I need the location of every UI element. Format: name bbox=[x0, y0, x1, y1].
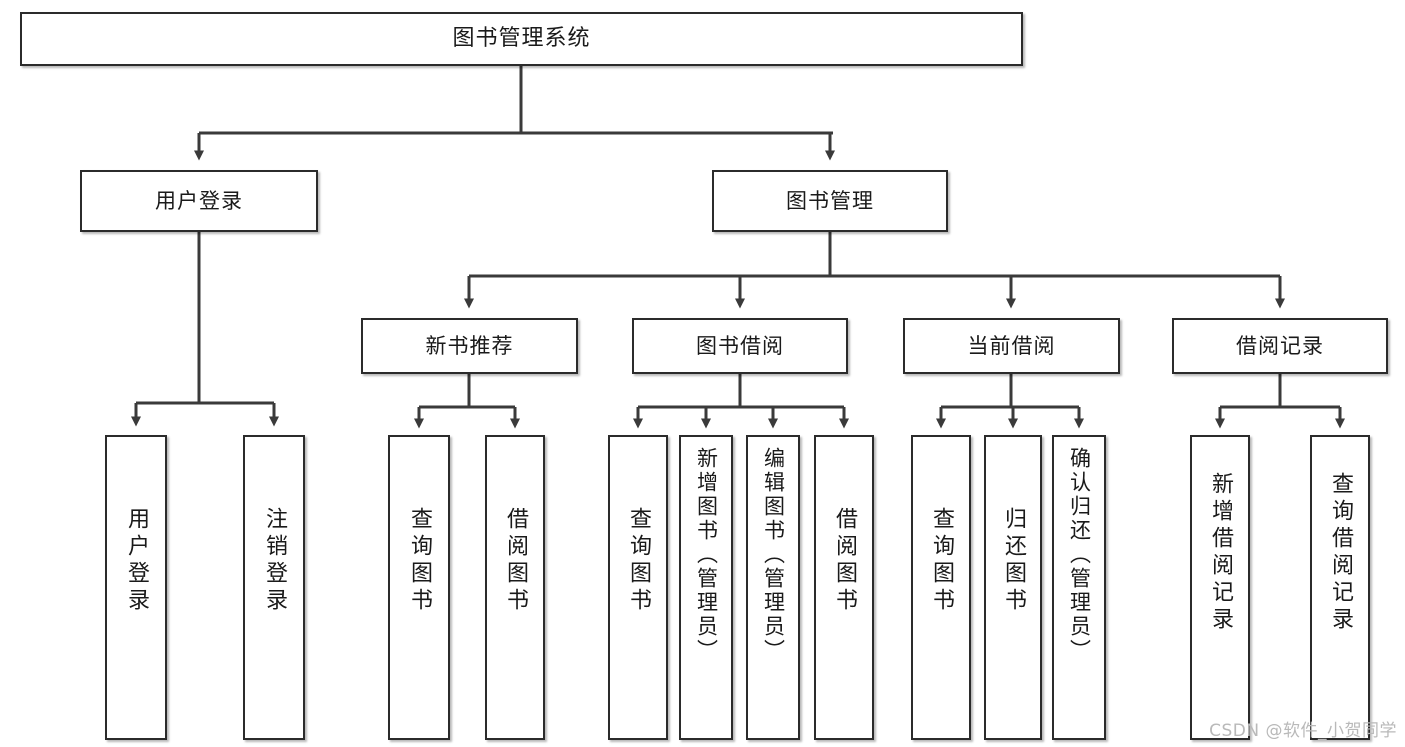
node-leaf-query-book-2-label: 查询图书 bbox=[626, 507, 651, 615]
node-leaf-query-book-3-label: 查询图书 bbox=[929, 507, 954, 615]
node-leaf-confirm-return[interactable]: 确认归还（管理员） bbox=[1052, 435, 1106, 740]
node-leaf-edit-book[interactable]: 编辑图书（管理员） bbox=[746, 435, 800, 740]
node-leaf-query-book-1-label: 查询图书 bbox=[407, 507, 432, 615]
node-leaf-add-book-label: 新增图书（管理员） bbox=[694, 447, 719, 663]
node-leaf-borrow-book-2[interactable]: 借阅图书 bbox=[814, 435, 874, 740]
node-leaf-confirm-return-label: 确认归还（管理员） bbox=[1067, 447, 1092, 663]
node-leaf-add-record[interactable]: 新增借阅记录 bbox=[1190, 435, 1250, 740]
node-leaf-add-record-label: 新增借阅记录 bbox=[1208, 472, 1233, 634]
node-new-book-rec[interactable]: 新书推荐 bbox=[361, 318, 578, 374]
node-leaf-query-record[interactable]: 查询借阅记录 bbox=[1310, 435, 1370, 740]
node-leaf-edit-book-label: 编辑图书（管理员） bbox=[761, 447, 786, 663]
node-book-manage-label: 图书管理 bbox=[786, 188, 874, 213]
csdn-watermark: CSDN @软件_小贺同学 bbox=[1209, 721, 1397, 741]
node-root[interactable]: 图书管理系统 bbox=[20, 12, 1023, 66]
node-leaf-borrow-book-2-label: 借阅图书 bbox=[832, 507, 857, 615]
node-leaf-add-book[interactable]: 新增图书（管理员） bbox=[679, 435, 733, 740]
node-book-borrow-label: 图书借阅 bbox=[696, 333, 784, 358]
node-leaf-borrow-book-1[interactable]: 借阅图书 bbox=[485, 435, 545, 740]
node-leaf-logout[interactable]: 注销登录 bbox=[243, 435, 305, 740]
node-current-borrow-label: 当前借阅 bbox=[967, 333, 1056, 358]
node-borrow-record-label: 借阅记录 bbox=[1236, 333, 1324, 358]
node-leaf-query-record-label: 查询借阅记录 bbox=[1328, 472, 1353, 634]
node-borrow-record[interactable]: 借阅记录 bbox=[1172, 318, 1388, 374]
node-leaf-borrow-book-1-label: 借阅图书 bbox=[503, 507, 528, 615]
node-leaf-return-book-label: 归还图书 bbox=[1001, 507, 1026, 615]
node-leaf-query-book-1[interactable]: 查询图书 bbox=[388, 435, 450, 740]
node-new-book-rec-label: 新书推荐 bbox=[425, 333, 514, 358]
node-leaf-return-book[interactable]: 归还图书 bbox=[984, 435, 1042, 740]
node-current-borrow[interactable]: 当前借阅 bbox=[903, 318, 1120, 374]
node-leaf-query-book-2[interactable]: 查询图书 bbox=[608, 435, 668, 740]
node-leaf-query-book-3[interactable]: 查询图书 bbox=[911, 435, 971, 740]
node-user-login-label: 用户登录 bbox=[155, 188, 243, 213]
node-book-manage[interactable]: 图书管理 bbox=[712, 170, 948, 232]
node-root-label: 图书管理系统 bbox=[452, 26, 591, 52]
node-leaf-user-login[interactable]: 用户登录 bbox=[105, 435, 167, 740]
node-leaf-user-login-label: 用户登录 bbox=[124, 507, 149, 615]
node-leaf-logout-label: 注销登录 bbox=[262, 507, 287, 615]
node-book-borrow[interactable]: 图书借阅 bbox=[632, 318, 848, 374]
node-user-login[interactable]: 用户登录 bbox=[80, 170, 318, 232]
